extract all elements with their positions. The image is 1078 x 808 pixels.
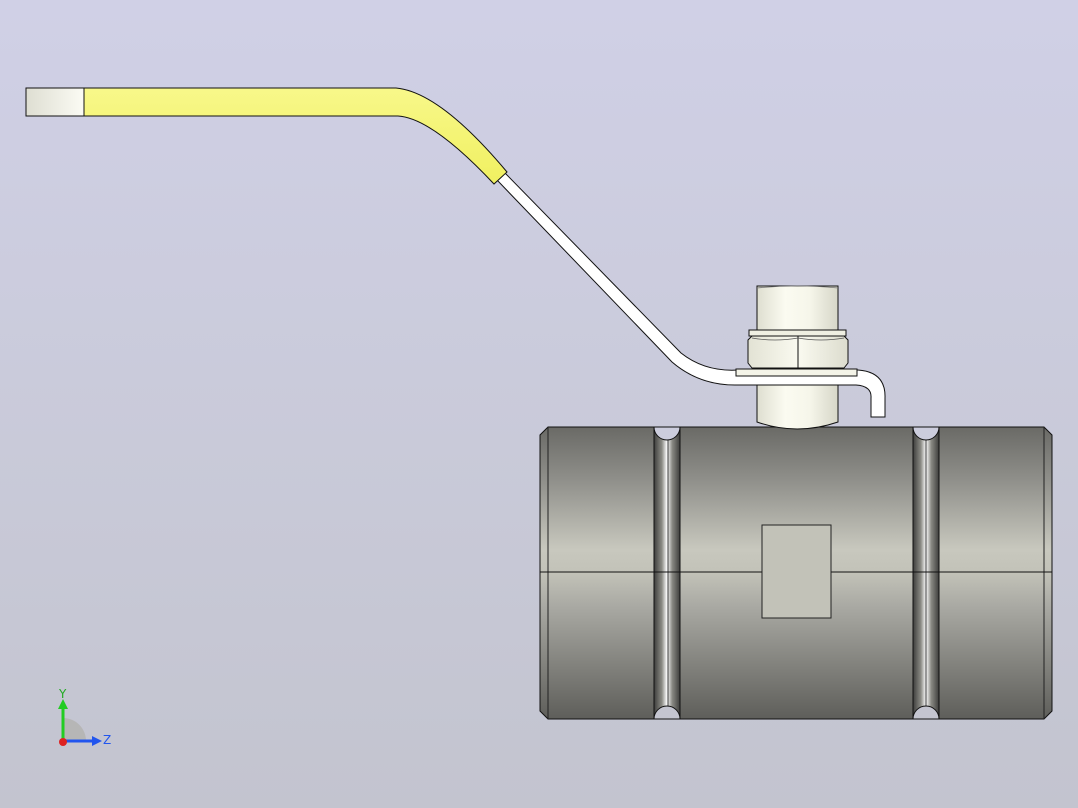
center-pad[interactable] xyxy=(761,524,832,619)
left-groove xyxy=(654,428,680,718)
nut-washer xyxy=(748,329,847,337)
nut-chamfer-left xyxy=(751,337,799,341)
x-axis-icon xyxy=(59,738,67,746)
stem-lower[interactable] xyxy=(756,374,839,430)
nut-chamfer-right xyxy=(797,337,845,341)
valve-stem[interactable] xyxy=(756,285,839,430)
lever-grip[interactable] xyxy=(83,87,508,185)
stem-upper-rim xyxy=(756,285,839,289)
right-notch-bottom xyxy=(912,705,940,720)
z-arrowhead-icon xyxy=(92,736,102,746)
lever-tip[interactable] xyxy=(25,87,85,117)
lever-plate xyxy=(735,368,858,377)
valve-body[interactable] xyxy=(539,426,1053,720)
y-arrowhead-icon xyxy=(58,699,68,709)
y-axis-label: Y xyxy=(58,687,67,701)
triad-arc xyxy=(63,718,86,741)
left-notch-bottom xyxy=(653,705,681,720)
z-axis-label: Z xyxy=(103,733,111,747)
packing-nut[interactable] xyxy=(747,329,849,369)
lever-handle[interactable] xyxy=(25,87,886,418)
lever-rod[interactable] xyxy=(495,172,886,418)
stem-upper[interactable] xyxy=(756,285,839,334)
right-notch-top xyxy=(912,426,940,441)
orientation-triad: Y Z xyxy=(58,687,111,747)
left-notch-top xyxy=(653,426,681,441)
